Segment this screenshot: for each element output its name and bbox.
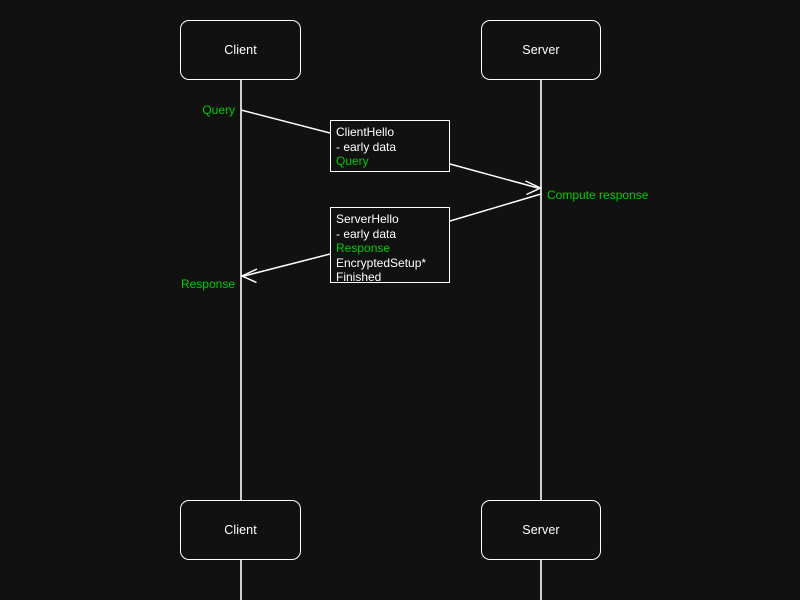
actor-box-server-bottom[interactable]: Server [481, 500, 601, 560]
arrow-client-hello-segment-left [240, 109, 331, 134]
actor-box-client-top[interactable]: Client [180, 20, 301, 80]
message-line: ServerHello [336, 212, 399, 226]
note-query-label: Query [202, 103, 235, 117]
message-line-accent: Query [336, 154, 369, 169]
arrow-client-hello-segment-right [449, 163, 539, 189]
arrowhead-server-hello-icon [240, 268, 258, 284]
note-compute-response-label: Compute response [547, 188, 649, 202]
message-line-accent: Response [336, 241, 391, 256]
actor-label-client-top: Client [224, 43, 257, 57]
arrow-server-hello-segment-left [243, 253, 331, 277]
message-line: EncryptedSetup* [336, 255, 427, 270]
message-line: ClientHello [336, 125, 395, 139]
message-line: Finished [336, 270, 382, 285]
message-line: - early data [336, 226, 397, 241]
arrow-server-hello-segment-right [449, 193, 542, 222]
note-response-label: Response [180, 277, 235, 291]
actor-box-client-bottom[interactable]: Client [180, 500, 301, 560]
actor-label-server-bottom: Server [522, 523, 560, 537]
message-line: - early data [336, 139, 397, 154]
arrowhead-client-hello-icon [525, 180, 543, 196]
actor-label-server-top: Server [522, 43, 560, 57]
message-box-server-hello[interactable]: ServerHello - early data Response Encryp… [330, 207, 450, 285]
note-query: Query [80, 103, 235, 117]
actor-label-client-bottom: Client [224, 523, 257, 537]
note-compute-response: Compute response [547, 188, 648, 202]
note-response: Response [80, 277, 235, 291]
message-box-client-hello[interactable]: ClientHello - early data Query [330, 120, 450, 172]
actor-box-server-top[interactable]: Server [481, 20, 601, 80]
